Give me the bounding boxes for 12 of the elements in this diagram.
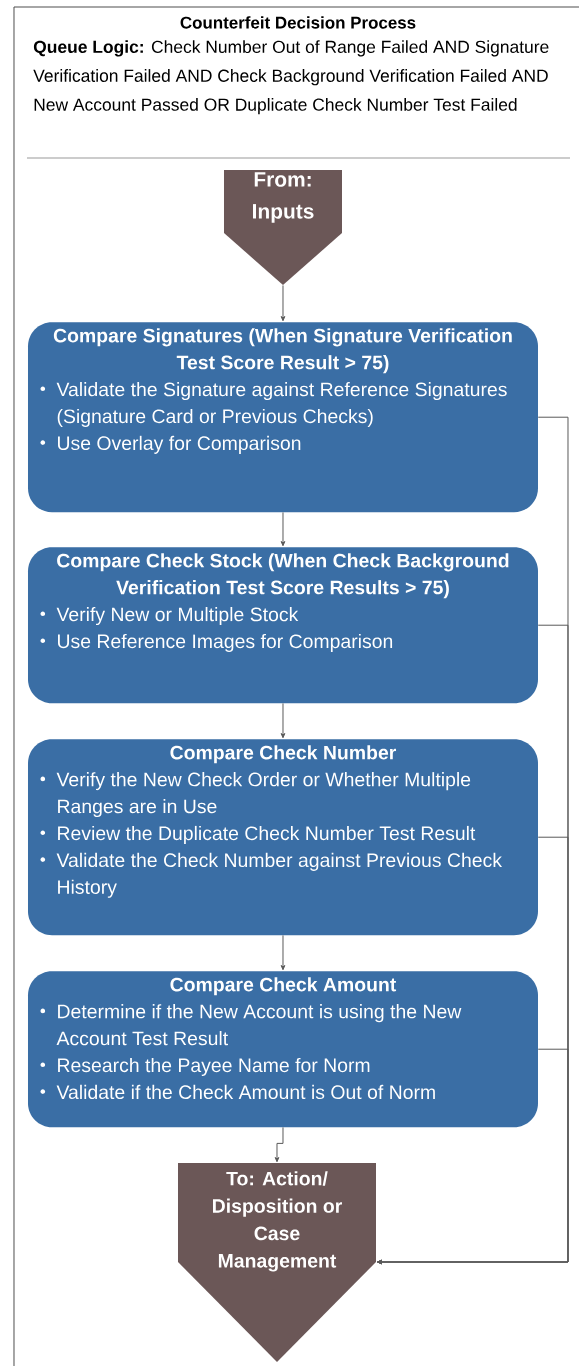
queue-logic-text: Queue Logic: Check Number Out of Range Failed AND Signature Verification Failed AND Check Background Verification Failed AND New Account Passed OR Duplicate Check Number Test Failed — [33, 40, 549, 115]
process-box: Compare Signatures (When Signature Verification Test Score Result > 75) Validate the Signature against Reference Signatures (Signature Card or Previous Checks) Use Overlay for Comparison — [28, 322, 538, 513]
arrow — [280, 284, 286, 322]
process-box: Compare Check Amount Determine if the New Account is using the New Account Test Result Research the Payee Name for Norm Validate if the Check Amount is Out of Norm — [28, 971, 538, 1128]
process-box: Compare Check Number Verify the New Check Order or Whether Multiple Ranges are in Use Review the Duplicate Check Number Test Result Validate the Check Number against Previous Check History — [28, 739, 538, 936]
arrow — [280, 702, 286, 739]
title: Counterfeit Decision Process — [180, 16, 416, 29]
arrow — [280, 511, 286, 547]
process-box: Compare Check Stock (When Check Background Verification Test Score Results > 75) Verify New or Multiple Stock Use Reference Images for Comparison — [28, 547, 538, 704]
arrow — [376, 1048, 569, 1265]
arrow — [274, 1126, 284, 1163]
arrow — [280, 934, 286, 971]
